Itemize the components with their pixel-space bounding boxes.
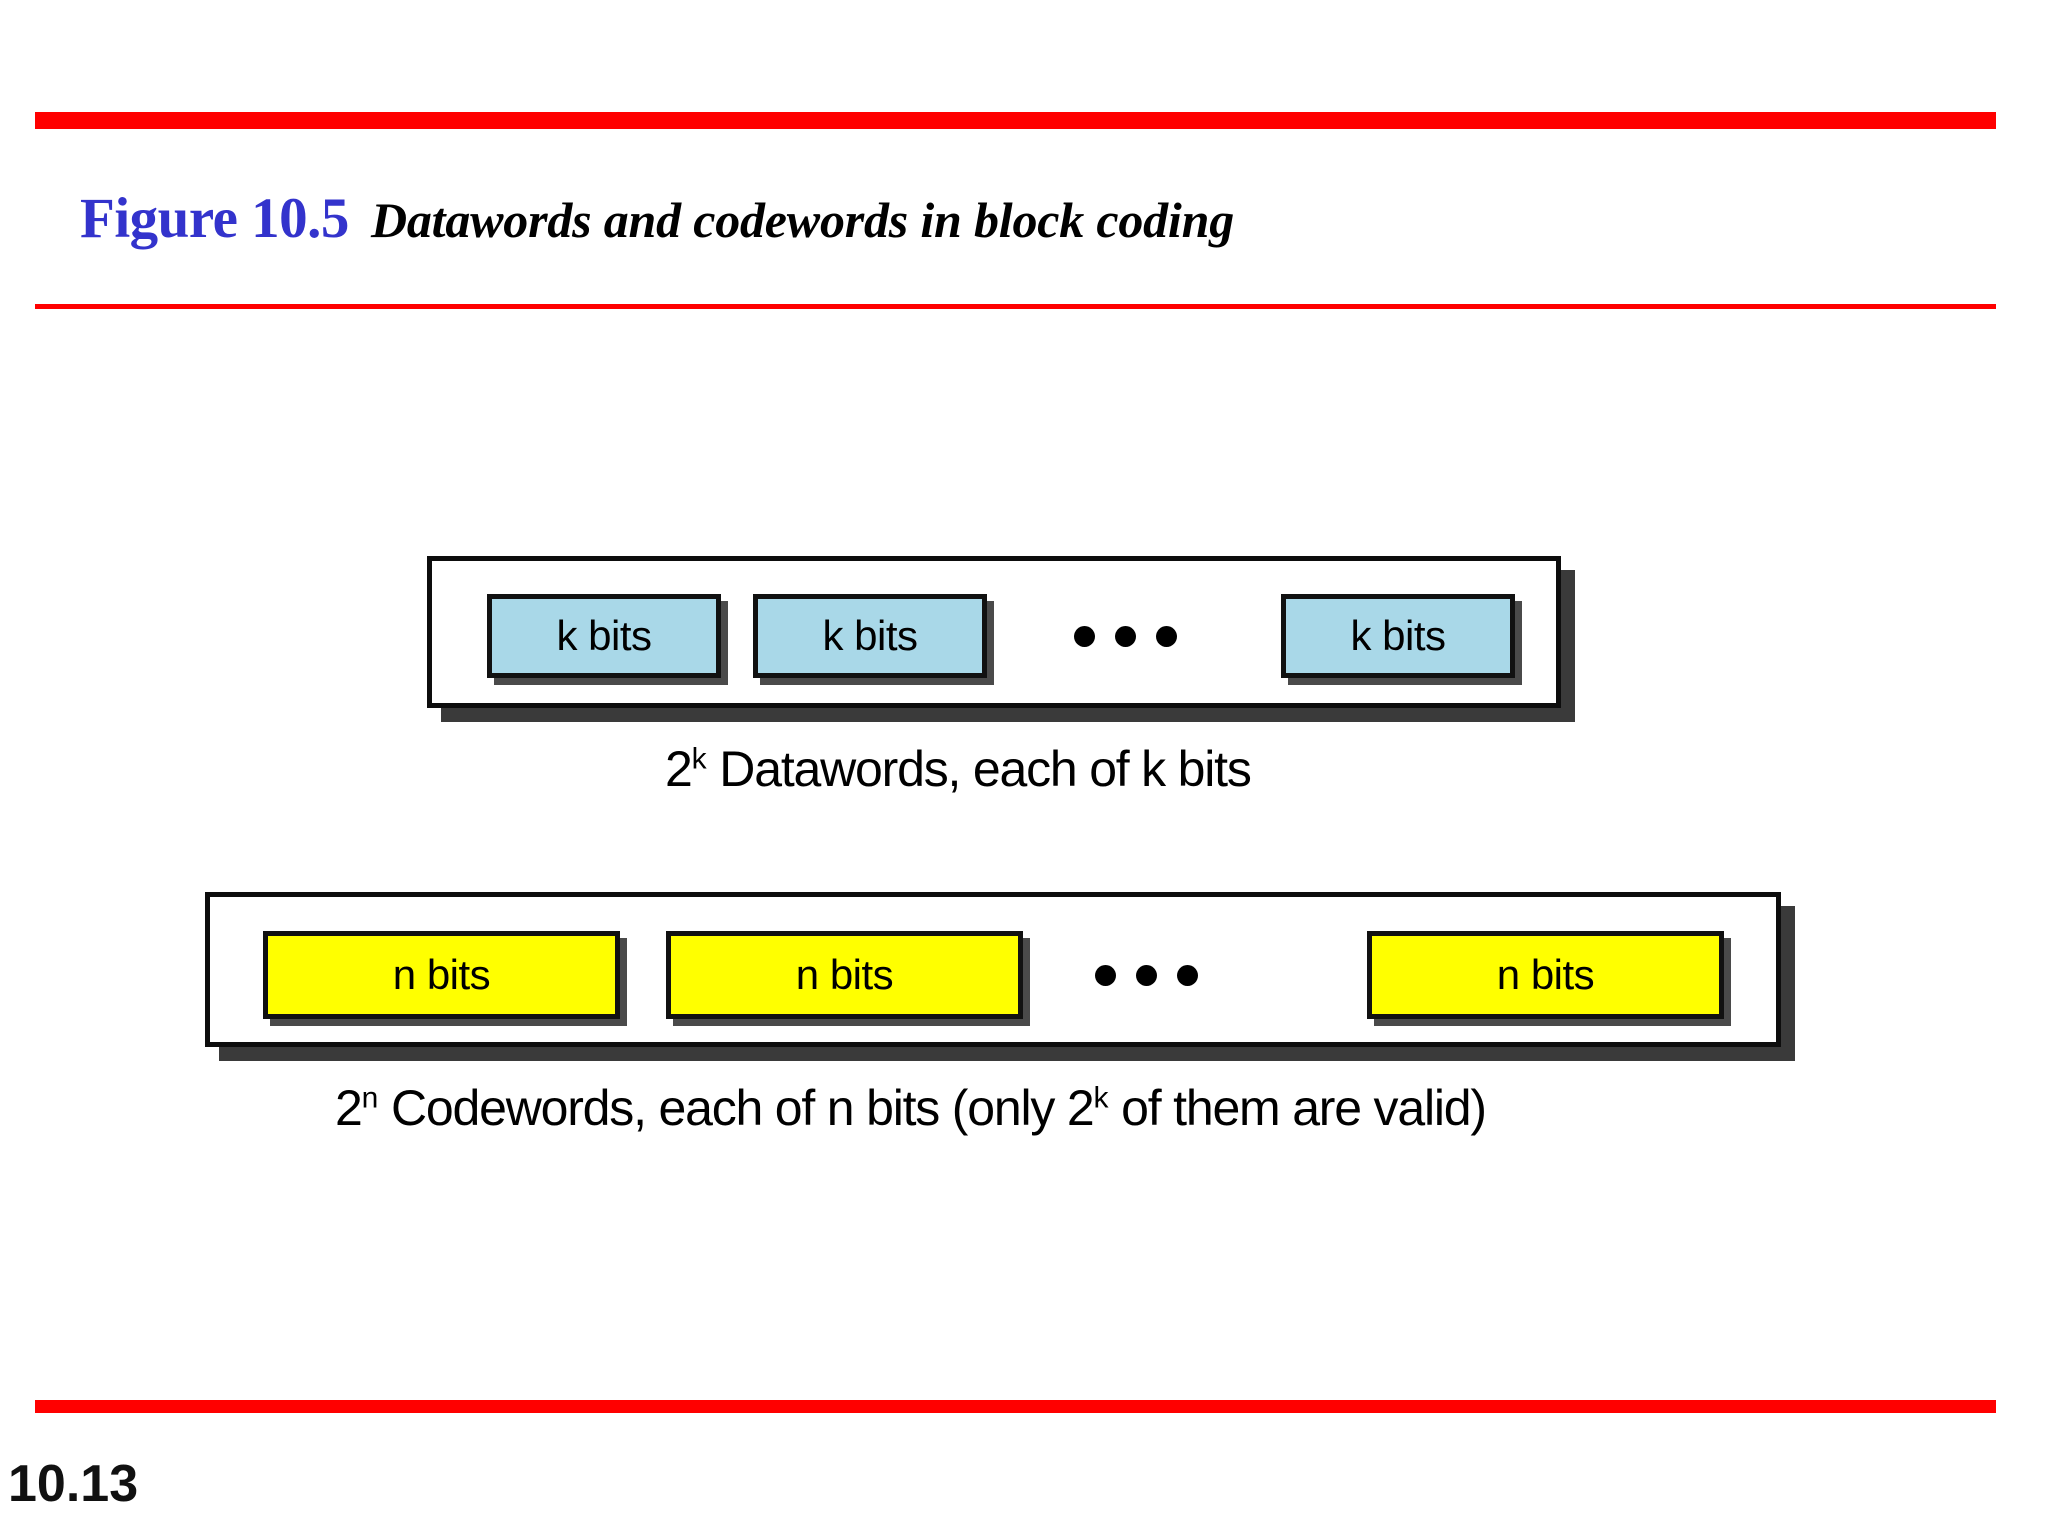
ellipsis-dot [1156,626,1177,647]
codewords-caption-text-2: of them are valid) [1108,1080,1487,1136]
codewords-caption-text-1: Codewords, each of n bits (only [378,1080,1067,1136]
codeword-cell: n bits [1367,931,1724,1019]
dataword-cell: k bits [1281,594,1515,678]
datawords-ellipsis-icon [1074,626,1177,647]
ellipsis-dot [1074,626,1095,647]
codewords-caption: 2n Codewords, each of n bits (only 2k of… [335,1080,1487,1136]
codewords-caption-exponent-1: n [361,1081,379,1115]
figure-title: Figure 10.5 Datawords and codewords in bl… [80,190,1234,247]
dataword-cell: k bits [487,594,721,678]
codewords-ellipsis-icon [1095,965,1198,986]
datawords-caption: 2k Datawords, each of k bits [665,741,1252,797]
page-number: 10.13 [8,1455,139,1513]
codeword-cell: n bits [666,931,1023,1019]
title-red-divider [35,304,1996,309]
datawords-container: k bits k bits k bits [427,556,1561,708]
datawords-caption-exponent: k [691,742,707,776]
codewords-caption-base-1: 2 [335,1080,363,1136]
datawords-caption-base: 2 [665,741,693,797]
bottom-red-divider [35,1400,1996,1413]
ellipsis-dot [1177,965,1198,986]
ellipsis-dot [1095,965,1116,986]
codewords-caption-exponent-2: k [1093,1081,1109,1115]
codewords-container: n bits n bits n bits [205,892,1781,1047]
datawords-caption-text: Datawords, each of k bits [706,741,1252,797]
ellipsis-dot [1136,965,1157,986]
codeword-cell: n bits [263,931,620,1019]
ellipsis-dot [1115,626,1136,647]
figure-label: Figure 10.5 [80,187,349,250]
dataword-cell: k bits [753,594,987,678]
top-red-divider [35,112,1996,129]
figure-description: Datawords and codewords in block coding [370,192,1235,248]
codewords-caption-base-2: 2 [1066,1080,1095,1136]
